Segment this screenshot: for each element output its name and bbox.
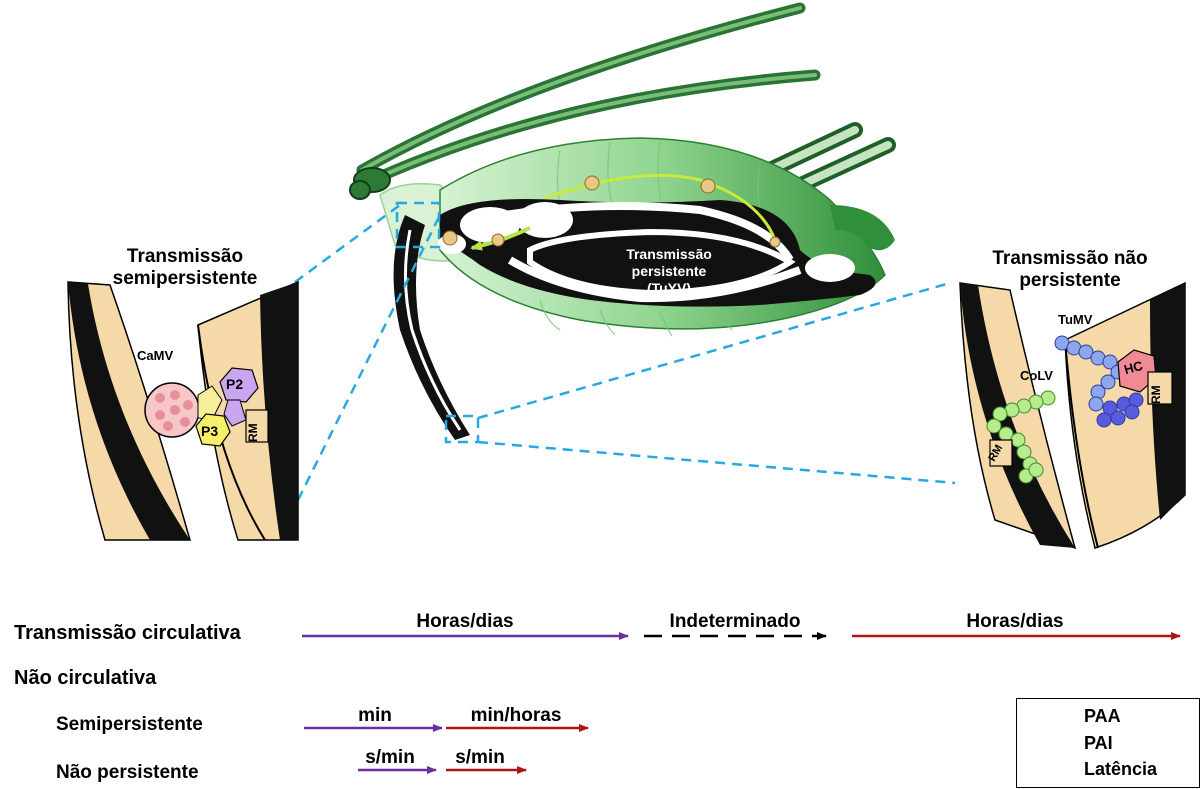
left-panel-title: Transmissão semipersistente xyxy=(80,246,290,290)
label-nao-circulativa: Não circulativa xyxy=(14,667,156,690)
legend-pai-label: PAI xyxy=(1084,733,1113,754)
left-stylet-panel xyxy=(68,282,298,540)
right-panel-title: Transmissão não persistente xyxy=(965,248,1175,292)
p3-label: P3 xyxy=(201,423,218,439)
legend-latencia-label: Latência xyxy=(1084,759,1157,780)
circ-paa-value: Horas/dias xyxy=(360,611,570,633)
camv-label: CaMV xyxy=(137,348,173,363)
rm-right-top-label: RM xyxy=(1149,385,1163,404)
circ-pai-value: Horas/dias xyxy=(910,611,1120,633)
tumv-label: TuMV xyxy=(1058,312,1092,327)
p2-label: P2 xyxy=(226,376,243,392)
naop-paa-value: s/min xyxy=(350,747,430,769)
label-semipersistente: Semipersistente xyxy=(56,714,203,736)
naop-pai-value: s/min xyxy=(440,747,520,769)
label-nao-persistente: Não persistente xyxy=(56,762,199,784)
semi-pai-value: min/horas xyxy=(446,705,586,727)
rm-left-label: RM xyxy=(246,423,260,442)
circ-latencia-value: Indeterminado xyxy=(640,611,830,633)
semi-paa-value: min xyxy=(330,705,420,727)
aphid-illustration xyxy=(350,8,895,440)
legend-paa-label: PAA xyxy=(1084,706,1121,727)
colv-label: CoLV xyxy=(1020,368,1053,383)
aphid-center-label: Transmissão persistente (TuYV) xyxy=(600,246,738,297)
label-transmissao-circulativa: Transmissão circulativa xyxy=(14,622,241,645)
